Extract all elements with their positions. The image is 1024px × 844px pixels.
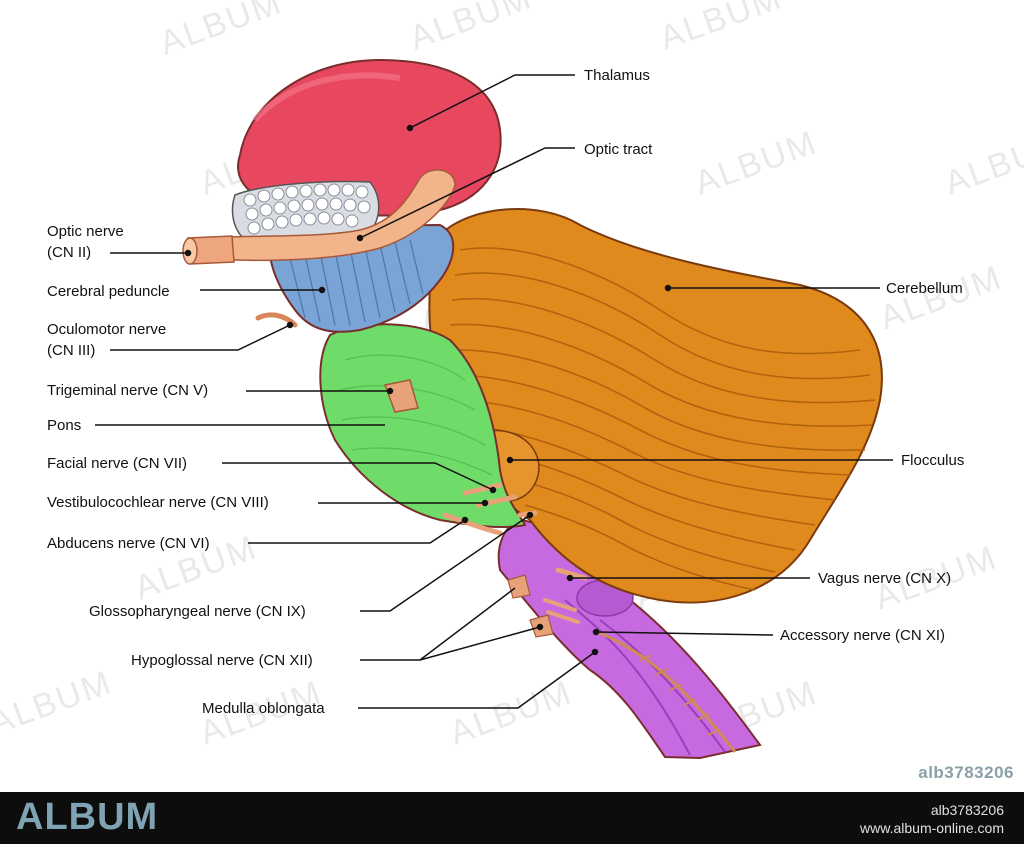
label-oculomotor-nerve-line1: Oculomotor nerve bbox=[47, 321, 167, 338]
footer-image-id: alb3783206 bbox=[930, 802, 1004, 818]
watermark: ALBUM bbox=[405, 0, 537, 58]
watermark: ALBUM bbox=[655, 0, 787, 58]
label-hypoglossal-nerve: Hypoglossal nerve (CN XII) bbox=[131, 652, 313, 669]
footer-url-link[interactable]: www.album-online.com bbox=[860, 820, 1004, 836]
label-abducens-nerve: Abducens nerve (CN VI) bbox=[47, 535, 210, 552]
label-accessory-nerve: Accessory nerve (CN XI) bbox=[780, 627, 946, 644]
album-logo[interactable]: ALBUM bbox=[16, 796, 159, 838]
label-cerebral-peduncle: Cerebral peduncle bbox=[47, 283, 170, 300]
label-pons: Pons bbox=[47, 417, 82, 434]
label-trigeminal-nerve: Trigeminal nerve (CN V) bbox=[47, 382, 209, 399]
watermark: ALBUM bbox=[940, 123, 1024, 202]
brainstem-diagram: ALBUM ALBUM ALBUM ALBUM ALBUM ALBUM ALBU… bbox=[0, 0, 1024, 782]
leader-lines bbox=[95, 74, 893, 709]
label-vagus-nerve: Vagus nerve (CN X) bbox=[818, 570, 952, 587]
label-flocculus: Flocculus bbox=[901, 452, 965, 469]
pons-shape bbox=[319, 323, 527, 529]
label-optic-tract: Optic tract bbox=[584, 141, 653, 158]
watermark: ALBUM bbox=[690, 123, 822, 202]
label-optic-nerve-line2: (CN II) bbox=[47, 244, 92, 261]
label-vestibulocochlear-nerve: Vestibulocochlear nerve (CN VIII) bbox=[47, 494, 269, 511]
watermark: ALBUM bbox=[0, 663, 117, 742]
label-thalamus: Thalamus bbox=[584, 67, 650, 84]
optic-tract-shape bbox=[199, 169, 456, 262]
label-medulla-oblongata: Medulla oblongata bbox=[202, 700, 325, 717]
label-glossopharyngeal-nerve: Glossopharyngeal nerve (CN IX) bbox=[89, 603, 306, 620]
label-optic-nerve-line1: Optic nerve bbox=[47, 223, 124, 240]
cerebellum-shape bbox=[428, 208, 883, 604]
image-id-text: alb3783206 bbox=[918, 763, 1014, 782]
label-oculomotor-nerve-line2: (CN III) bbox=[47, 342, 96, 359]
watermark: ALBUM bbox=[155, 0, 287, 63]
label-cerebellum: Cerebellum bbox=[886, 280, 963, 297]
footer-bar: ALBUM alb3783206 www.album-online.com bbox=[0, 792, 1024, 844]
watermark: ALBUM bbox=[445, 673, 577, 752]
label-facial-nerve: Facial nerve (CN VII) bbox=[47, 455, 188, 472]
